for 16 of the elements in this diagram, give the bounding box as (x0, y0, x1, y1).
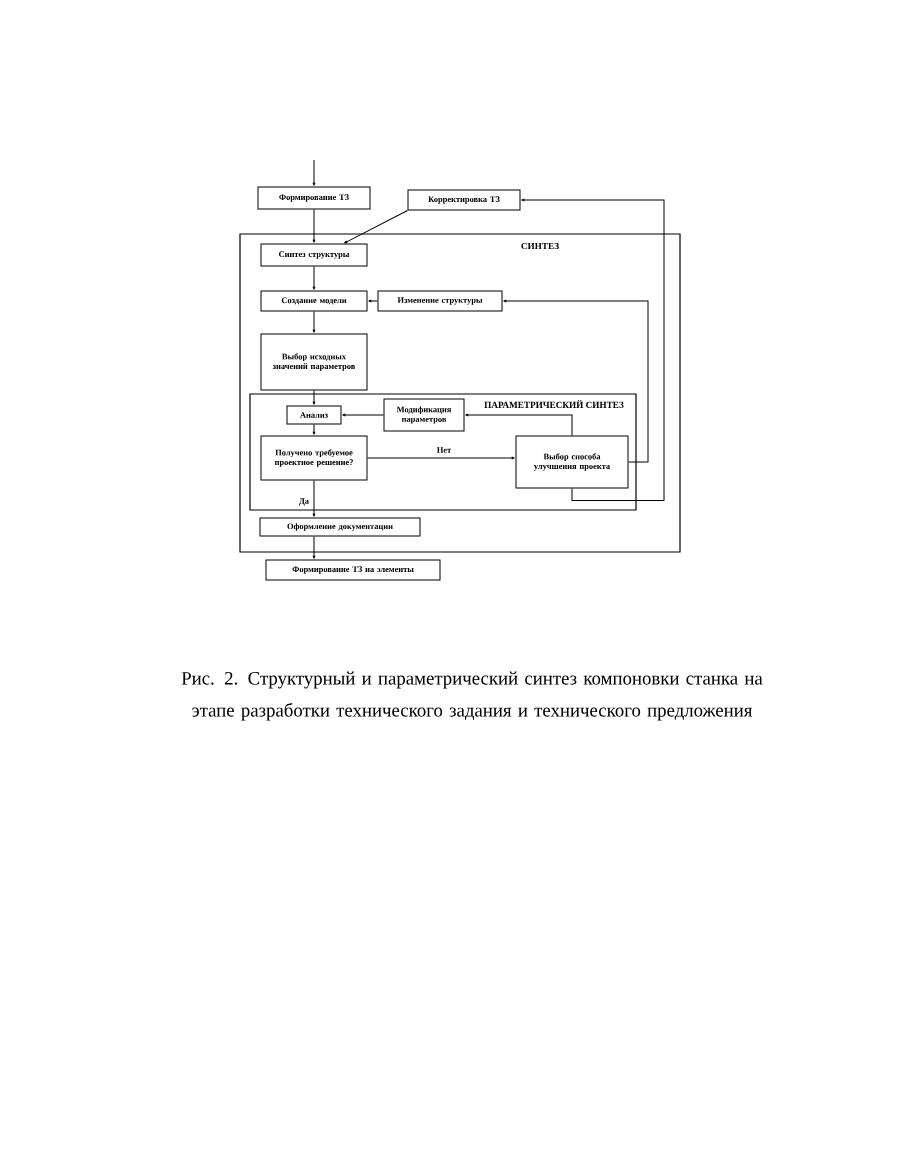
arrow (312, 536, 316, 559)
arrow (342, 413, 384, 417)
arrow (368, 299, 378, 303)
arrow (312, 159, 316, 186)
caption: Рис. 2. Структурный и параметрический синтез компоновки станка на этапе разработки технического задания и технического предложения (181, 671, 763, 721)
arrow (503, 299, 649, 463)
arrow (367, 456, 515, 460)
arrow (312, 311, 316, 333)
arrow (312, 480, 316, 517)
arrow (465, 413, 573, 436)
arrow (312, 424, 316, 435)
arrow (312, 266, 316, 290)
arrow (312, 209, 316, 243)
arrow (312, 390, 316, 405)
arrow (521, 198, 665, 501)
arrow (344, 210, 408, 244)
